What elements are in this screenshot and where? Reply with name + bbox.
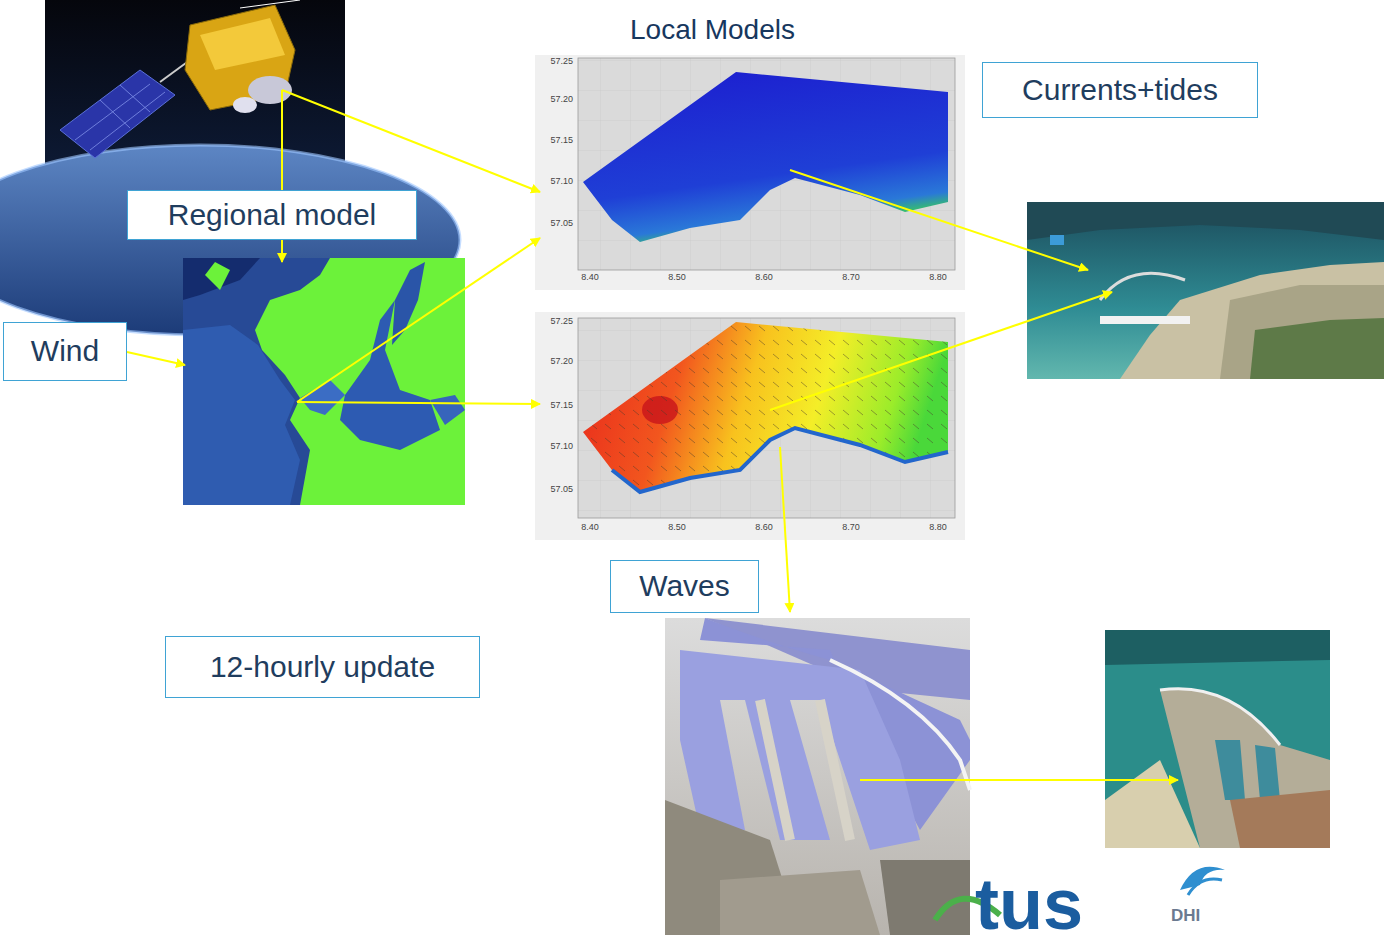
axis-tick: 8.70 — [831, 272, 871, 282]
axis-tick: 57.25 — [533, 316, 573, 326]
axis-tick: 8.50 — [657, 522, 697, 532]
axis-tick: 8.80 — [918, 272, 958, 282]
label-box: Wind — [3, 322, 127, 381]
axis-tick: 8.70 — [831, 522, 871, 532]
axis-tick: 57.15 — [533, 400, 573, 410]
axis-tick: 8.60 — [744, 272, 784, 282]
axis-tick: 57.20 — [533, 94, 573, 104]
axis-tick: 57.15 — [533, 135, 573, 145]
axis-tick: 8.50 — [657, 272, 697, 282]
axis-tick: 8.60 — [744, 522, 784, 532]
axis-tick: 57.05 — [533, 484, 573, 494]
label-box: Currents+tides — [982, 62, 1258, 118]
label-box: 12-hourly update — [165, 636, 480, 698]
logo-text: DHI — [1171, 906, 1200, 926]
box-label: Regional model — [168, 198, 376, 233]
axis-tick: 57.05 — [533, 218, 573, 228]
label-box: Regional model — [127, 190, 417, 240]
axis-tick: 8.40 — [570, 522, 610, 532]
axis-tick: 57.10 — [533, 441, 573, 451]
box-label: 12-hourly update — [210, 650, 435, 685]
box-label: Wind — [31, 334, 99, 369]
axis-tick: 8.80 — [918, 522, 958, 532]
axis-tick: 57.10 — [533, 176, 573, 186]
axis-tick: 57.20 — [533, 356, 573, 366]
label-box: Waves — [610, 560, 759, 613]
logo-text: tus — [975, 868, 1083, 940]
box-label: Currents+tides — [1022, 73, 1218, 108]
axis-tick: 57.25 — [533, 56, 573, 66]
axis-tick: 8.40 — [570, 272, 610, 282]
section-heading: Local Models — [630, 14, 795, 46]
box-label: Waves — [639, 569, 730, 604]
